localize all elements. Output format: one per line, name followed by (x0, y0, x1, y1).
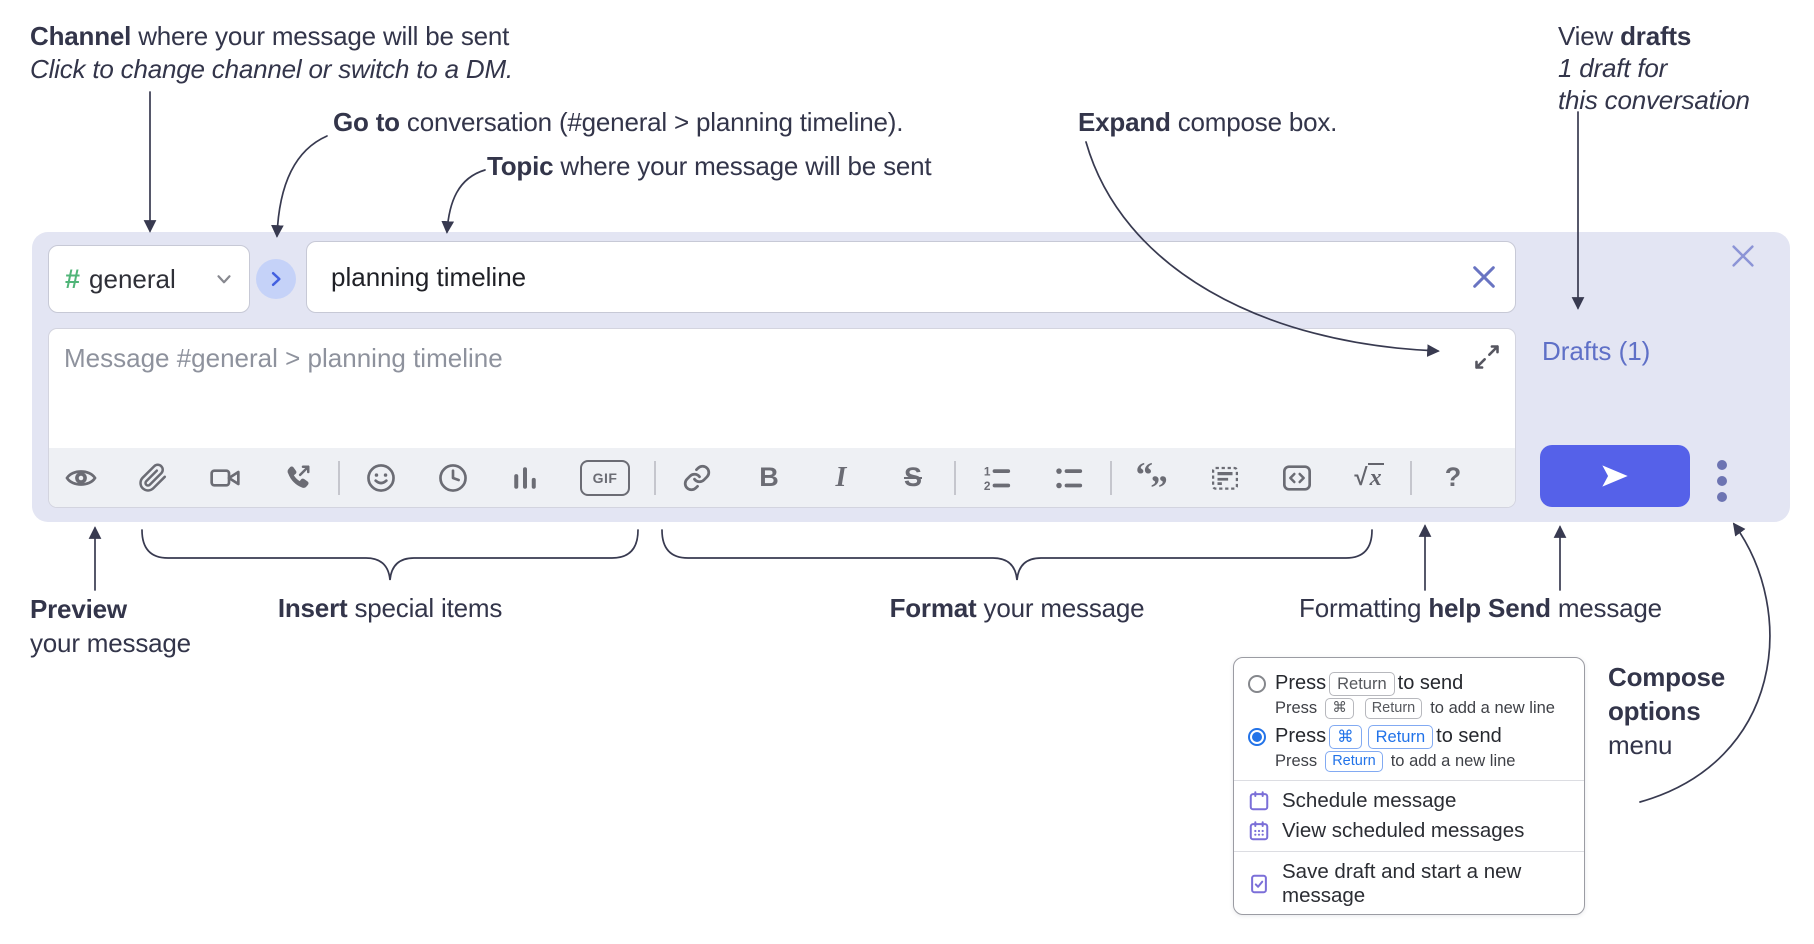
svg-text:”: ” (1150, 469, 1167, 494)
topic-field (306, 241, 1516, 313)
dot (1717, 476, 1727, 486)
close-compose-icon[interactable] (1728, 241, 1758, 271)
chevron-down-icon (217, 275, 231, 284)
toolbar-divider (338, 460, 340, 495)
annotation-expand: Expand compose box. (1078, 107, 1338, 137)
radio-selected-icon[interactable] (1248, 728, 1266, 746)
channel-selector[interactable]: # general (48, 245, 250, 313)
toolbar-divider (654, 460, 656, 495)
annotation-channel-line2: Click to change channel or switch to a D… (30, 54, 513, 84)
toolbar-divider (1410, 460, 1412, 495)
popup-divider (1234, 780, 1584, 781)
brace-insert (141, 529, 639, 581)
key-return: Return (1329, 672, 1395, 696)
attach-file-icon[interactable] (136, 461, 170, 495)
key-return: Return (1325, 751, 1383, 772)
key-return: Return (1364, 698, 1423, 719)
draft-check-icon (1251, 874, 1267, 894)
annotation-view-drafts: View drafts 1 draft for this conversatio… (1558, 21, 1750, 115)
gif-icon[interactable]: GIF (580, 459, 630, 496)
strikethrough-icon[interactable]: S (903, 462, 922, 492)
arrow-topic (441, 169, 486, 234)
key-return: Return (1367, 725, 1434, 749)
toolbar-divider (954, 460, 956, 495)
math-icon[interactable]: √x (1354, 463, 1384, 491)
annotation-preview: Preview your message (30, 594, 191, 658)
brace-format (661, 529, 1373, 581)
annotation-insert: Insert special items (277, 593, 503, 623)
annotation-goto: Go to conversation (#general > planning … (333, 107, 904, 137)
annotation-channel-bold: Channel (30, 21, 132, 51)
radio-unselected-icon[interactable] (1248, 675, 1266, 693)
bulleted-list-icon[interactable] (1052, 461, 1086, 495)
arrow-goto (271, 135, 328, 238)
menu-item-schedule-message[interactable]: Schedule message (1248, 789, 1570, 813)
poll-icon[interactable] (508, 461, 542, 495)
expand-compose-icon[interactable] (1473, 343, 1501, 371)
dot (1717, 460, 1727, 470)
channel-name: general (89, 263, 176, 294)
key-cmd: ⌘ (1325, 698, 1354, 719)
dot (1717, 492, 1727, 502)
code-icon[interactable] (1280, 461, 1314, 495)
annotation-compose-options: Compose options menu (1608, 662, 1726, 760)
message-input[interactable] (49, 329, 1515, 447)
popup-divider (1234, 851, 1584, 852)
chevron-right-icon (271, 271, 281, 287)
voice-call-icon[interactable] (280, 461, 314, 495)
topic-input[interactable] (306, 241, 1516, 313)
calendar-icon (1249, 791, 1269, 811)
formatting-help-icon[interactable]: ? (1444, 462, 1462, 492)
annotation-channel: Channel where your message will be sent … (30, 20, 513, 86)
video-call-icon[interactable] (208, 461, 242, 495)
emoji-icon[interactable] (364, 461, 398, 495)
annotation-channel-rest: where your message will be sent (131, 21, 510, 51)
quote-icon[interactable]: “” (1136, 461, 1170, 495)
channel-hash-icon: # (65, 263, 81, 294)
time-icon[interactable] (436, 461, 470, 495)
annotation-send: Send message (1488, 593, 1662, 623)
drafts-link[interactable]: Drafts (1) (1542, 336, 1651, 366)
toolbar-divider (1110, 460, 1112, 495)
annotation-help: Formatting help (1299, 593, 1481, 623)
compose-options-menu-button[interactable] (1710, 457, 1734, 505)
svg-text:“: “ (1137, 462, 1153, 494)
menu-item-view-scheduled-messages[interactable]: View scheduled messages (1248, 819, 1570, 843)
annotation-topic: Topic where your message will be sent (487, 151, 932, 181)
clear-topic-icon[interactable] (1468, 261, 1500, 293)
bold-icon[interactable]: B (759, 462, 779, 492)
spoiler-icon[interactable] (1208, 461, 1242, 495)
goto-conversation-button[interactable] (256, 259, 296, 299)
italic-icon[interactable]: I (835, 461, 847, 493)
svg-text:1: 1 (984, 464, 991, 478)
annotation-format: Format your message (889, 593, 1145, 623)
svg-text:2: 2 (984, 478, 991, 492)
preview-icon[interactable] (64, 461, 98, 495)
menu-item-save-draft-new-message[interactable]: Save draft and start a new message (1248, 860, 1570, 908)
key-cmd: ⌘ (1329, 725, 1362, 749)
link-icon[interactable] (680, 461, 714, 495)
send-button[interactable] (1540, 445, 1690, 507)
send-icon (1602, 465, 1628, 487)
calendar-grid-icon (1249, 821, 1269, 841)
message-compose-area: GIF B I S 12 “” √x ? (48, 328, 1516, 508)
